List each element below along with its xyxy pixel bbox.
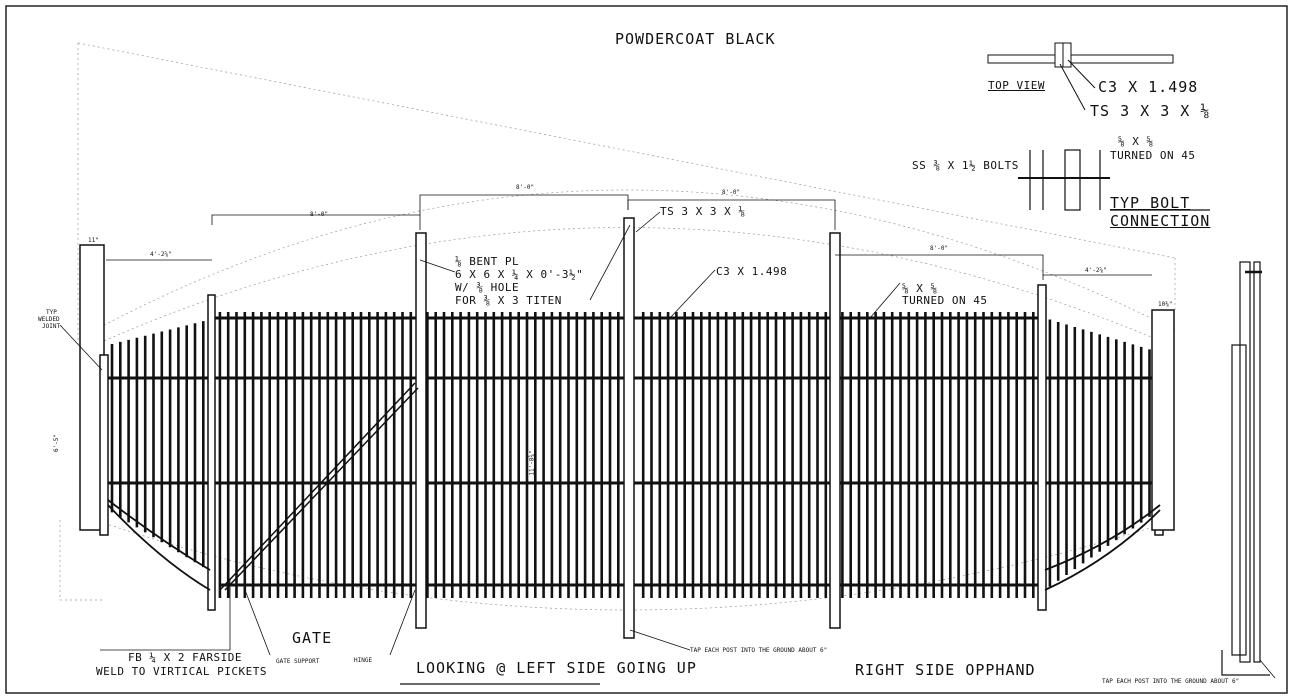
drawing-title: POWDERCOAT BLACK: [615, 30, 776, 48]
typ-bolt-connection-1: TYP BOLT: [1110, 194, 1191, 212]
dim-left-post: 11": [88, 237, 99, 244]
dim-end-right: 4'-2⅝": [1085, 267, 1107, 274]
top-view-label: TOP VIEW: [988, 79, 1045, 92]
dim-span-b: 8'-0": [722, 189, 741, 196]
c3-rail-callout: C3 X 1.498: [716, 265, 788, 278]
bent-plate-size: 6 X 6 X ¼ X 0'-3½": [455, 268, 584, 281]
dim-span-a: 8'-0": [516, 184, 535, 191]
detail-c3-callout: C3 X 1.498: [1098, 78, 1199, 96]
dim-left-height: 6'-5": [53, 433, 61, 453]
sheet-border: [5, 5, 1288, 694]
posts: [79, 217, 1175, 639]
ts-post-callout: TS 3 X 3 X ⅛: [660, 205, 746, 218]
gate-label: GATE: [292, 629, 333, 647]
side-view: [1221, 261, 1270, 676]
picket-orientation-callout: TURNED ON 45: [902, 294, 988, 307]
bent-plate-hole: W/ ⅜ HOLE: [455, 281, 520, 294]
bent-plate-titen: FOR ⅜ X 3 TITEN: [455, 294, 562, 307]
detail-bolts-callout: SS ⅜ X 1½ BOLTS: [912, 159, 1019, 172]
picket-group: [110, 312, 1151, 598]
bolt-connection-detail: [1018, 149, 1210, 211]
typ-welded-joint-1: TYP: [46, 309, 57, 316]
typ-bolt-connection-2: CONNECTION: [1110, 212, 1211, 230]
typ-welded-joint-2: WELDED: [38, 316, 60, 323]
gate-support-label: GATE SUPPORT: [276, 658, 320, 665]
dimension-lines: [106, 194, 1152, 280]
flat-bar-callout: FB ¼ X 2 FARSIDE: [128, 651, 242, 664]
bent-plate-callout: ⅛ BENT PL: [455, 255, 520, 268]
hinge-label: HINGE: [354, 657, 373, 664]
dim-span-c: 8'-0": [310, 211, 329, 218]
tap-post-note: TAP EACH POST INTO THE GROUND ABOUT 6": [690, 647, 828, 654]
dim-span-d: 8'-0": [930, 245, 949, 252]
top-view-detail: [987, 42, 1174, 111]
bottom-arcs: [107, 499, 1161, 591]
flat-bar-weld-callout: WELD TO VIRTICAL PICKETS: [96, 665, 267, 678]
tap-post-side-note: TAP EACH POST INTO THE GROUND ABOUT 6": [1102, 678, 1240, 685]
typ-welded-joint-3: JOINT: [42, 323, 61, 330]
left-view-label: LOOKING @ LEFT SIDE GOING UP: [416, 659, 697, 677]
detail-picket-orientation: TURNED ON 45: [1110, 149, 1196, 162]
dim-end-left: 4'-2⅝": [150, 251, 172, 258]
dim-center-height: 11'-8¾": [528, 450, 536, 476]
picket-size-callout: ⅝ X ⅝: [902, 282, 938, 295]
right-view-label: RIGHT SIDE OPPHAND: [855, 661, 1036, 679]
dim-right-post: 10⅜": [1158, 301, 1173, 308]
leader-lines: [59, 211, 1276, 685]
gate-brace: [219, 382, 419, 591]
guide-lines: [59, 42, 1176, 611]
detail-ts-callout: TS 3 X 3 X ⅛: [1090, 102, 1211, 120]
detail-picket-size: ⅝ X ⅝: [1118, 135, 1154, 148]
